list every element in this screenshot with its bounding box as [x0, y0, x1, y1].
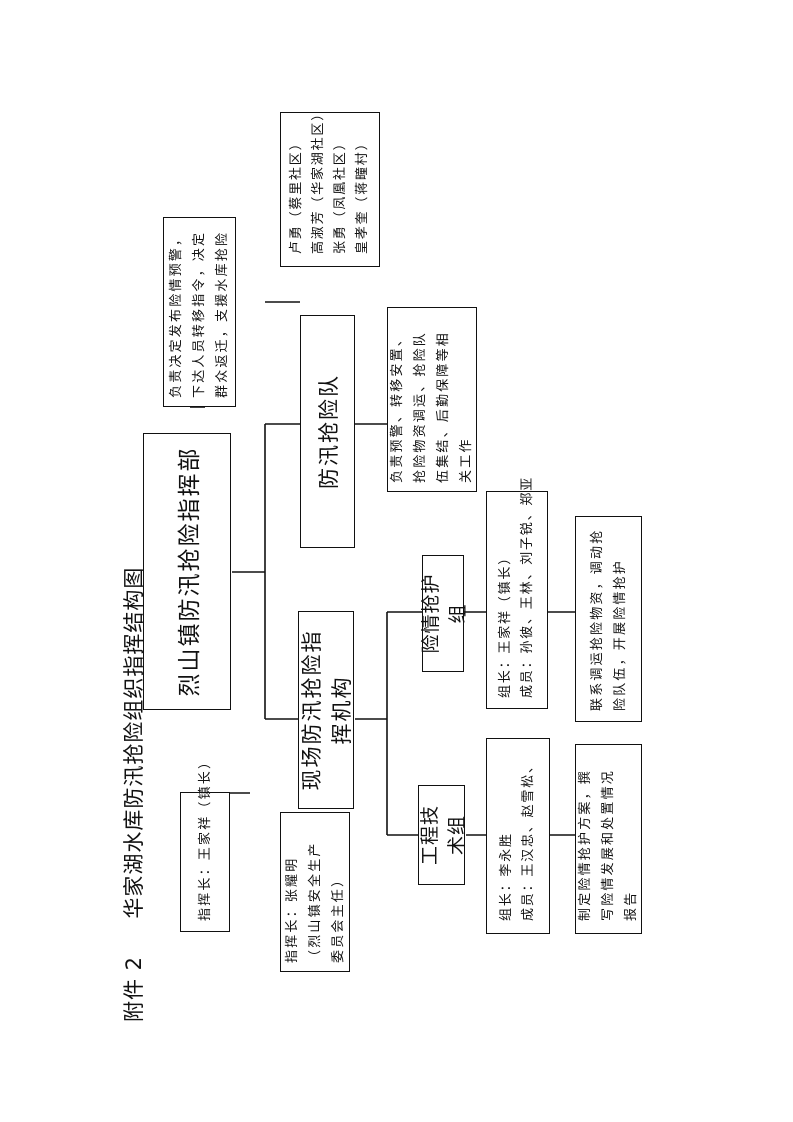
engineering-duty-text: 制定险情抢护方案，撰写险情发展和处置情况报告: [578, 768, 639, 921]
flood-member-2: 高淑芳（华家湖社区）: [311, 105, 326, 254]
engineering-leader: 组长：李永胜: [499, 832, 514, 921]
field-command-box: 现场防汛抢险指挥机构: [298, 611, 354, 809]
field-commander-box: 指挥长：张耀明 （烈山镇安全生产 委员会主任）: [280, 812, 350, 972]
rescue-duty-text: 联系调运抢险物资，调动抢险队伍，开展险情抢护: [589, 528, 628, 711]
flood-member-3: 张勇（凤凰社区）: [333, 135, 348, 254]
flood-team-duty-text: 负责预警、转移安置、抢险物资调运、抢险队伍集结、后勤保障等相关工作: [390, 330, 474, 483]
flood-team-name: 防汛抢险队: [316, 374, 341, 489]
rescue-duty-box: 联系调运抢险物资，调动抢险队伍，开展险情抢护: [575, 516, 642, 722]
field-commander-line-1: 指挥长：张耀明: [284, 856, 300, 963]
rescue-members: 成员：孙彼、王林、刘子锐、郑亚: [520, 475, 535, 698]
attachment-label: 附件 2: [122, 955, 146, 1022]
root-command-box: 烈山镇防汛抢险指挥部: [143, 433, 231, 710]
field-commander-line-3: 委员会主任）: [330, 871, 346, 963]
field-command-name: 现场防汛抢险指挥机构: [300, 629, 354, 791]
root-commander-text: 指挥长：王家祥（镇长）: [197, 753, 213, 921]
engineering-group-box: 工程技术组: [418, 785, 468, 885]
flood-team-members-box: 卢勇（蔡里社区） 高淑芳（华家湖社区） 张勇（凤凰社区） 皇孝奎（蒋疃村）: [280, 105, 380, 267]
flood-member-4: 皇孝奎（蒋疃村）: [355, 135, 370, 254]
root-duty-box: 负责决定发布险情预警，下达人员转移指令，决定群众返迁，支援水库抢险: [163, 217, 236, 407]
flood-member-1: 卢勇（蔡里社区）: [289, 135, 304, 254]
root-command-name: 烈山镇防汛抢险指挥部: [177, 446, 203, 697]
root-commander-box: 指挥长：王家祥（镇长）: [180, 753, 230, 932]
root-duty-text: 负责决定发布险情预警，下达人员转移指令，决定群众返迁，支援水库抢险: [169, 230, 230, 398]
engineering-members: 成员：王汉忠、赵雪松、: [521, 758, 536, 921]
engineering-members-box: 组长：李永胜 成员：王汉忠、赵雪松、: [486, 738, 550, 934]
rescue-leader: 组长：王家祥（镇长）: [498, 549, 513, 698]
flood-team-box: 防汛抢险队: [300, 315, 355, 548]
rescue-group-box: 险情抢护组: [420, 555, 469, 672]
rescue-group-name: 险情抢护组: [420, 573, 469, 654]
field-commander-line-2: （烈山镇安全生产: [307, 841, 323, 963]
rescue-members-box: 组长：王家祥（镇长） 成员：孙彼、王林、刘子锐、郑亚: [486, 475, 548, 709]
engineering-group-name: 工程技术组: [418, 805, 468, 866]
flood-team-duty-box: 负责预警、转移安置、抢险物资调运、抢险队伍集结、后勤保障等相关工作: [387, 307, 477, 492]
engineering-duty-box: 制定险情抢护方案，撰写险情发展和处置情况报告: [575, 744, 642, 934]
